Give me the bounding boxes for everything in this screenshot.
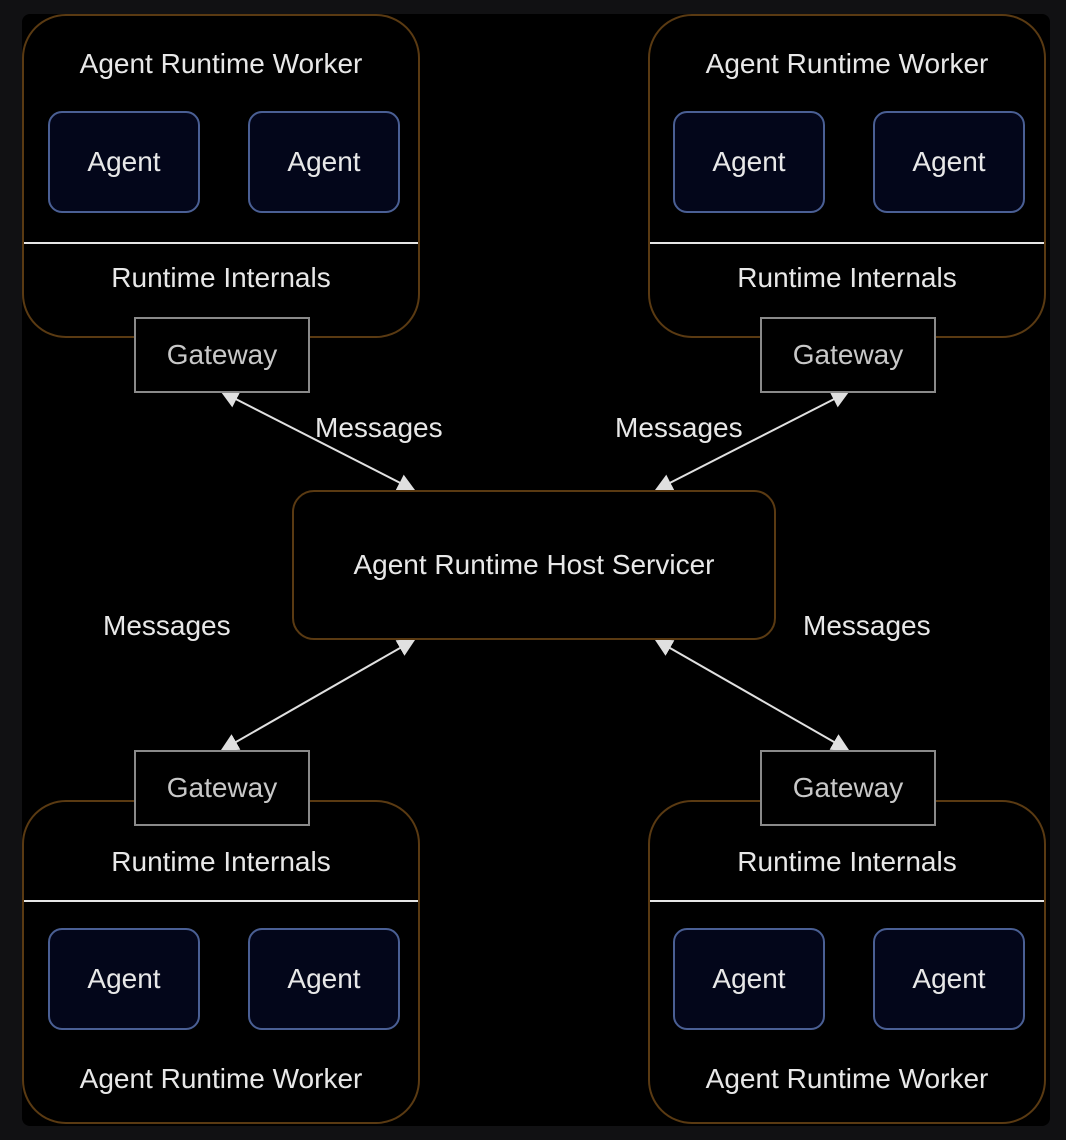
agent-node[interactable]: Agent	[873, 111, 1025, 213]
agent-node[interactable]: Agent	[673, 111, 825, 213]
agent-node[interactable]: Agent	[673, 928, 825, 1030]
agent-node[interactable]: Agent	[248, 111, 400, 213]
worker-title: Agent Runtime Worker	[79, 1063, 363, 1094]
runtime-internals-label: Runtime Internals	[111, 262, 331, 293]
worker-divider	[24, 900, 418, 902]
worker-divider	[24, 242, 418, 244]
gateway-node-bottom-right[interactable]: Gateway	[760, 750, 936, 826]
agent-node[interactable]: Agent	[248, 928, 400, 1030]
gateway-node-bottom-left[interactable]: Gateway	[134, 750, 310, 826]
worker-title: Agent Runtime Worker	[705, 48, 989, 79]
host-servicer-node[interactable]: Agent Runtime Host Servicer	[292, 490, 776, 640]
gateway-node-top-right[interactable]: Gateway	[760, 317, 936, 393]
worker-bottom-left: Runtime Internals Agent Agent Agent Runt…	[22, 800, 420, 1124]
edge-line-top-right	[654, 391, 850, 491]
worker-top-right: Agent Runtime Worker Agent Agent Runtime…	[648, 14, 1046, 338]
worker-top-left: Agent Runtime Worker Agent Agent Runtime…	[22, 14, 420, 338]
agent-node[interactable]: Agent	[873, 928, 1025, 1030]
worker-bottom-right: Runtime Internals Agent Agent Agent Runt…	[648, 800, 1046, 1124]
worker-title: Agent Runtime Worker	[79, 48, 363, 79]
runtime-internals-label: Runtime Internals	[737, 846, 957, 877]
connector-layer	[220, 391, 850, 751]
edge-line-bottom-right	[654, 639, 850, 751]
edge-line-bottom-left	[220, 639, 416, 751]
edge-label-top-left: Messages	[315, 412, 443, 443]
runtime-internals-label: Runtime Internals	[737, 262, 957, 293]
edge-label-bottom-right: Messages	[803, 610, 931, 641]
gateway-node-top-left[interactable]: Gateway	[134, 317, 310, 393]
agent-node[interactable]: Agent	[48, 111, 200, 213]
agent-node[interactable]: Agent	[48, 928, 200, 1030]
edge-label-bottom-left: Messages	[103, 610, 231, 641]
diagram-canvas: Agent Runtime Worker Agent Agent Runtime…	[22, 14, 1050, 1126]
runtime-internals-label: Runtime Internals	[111, 846, 331, 877]
edge-label-top-right: Messages	[615, 412, 743, 443]
edge-line-top-left	[220, 391, 416, 491]
worker-divider	[650, 900, 1044, 902]
worker-title: Agent Runtime Worker	[705, 1063, 989, 1094]
worker-divider	[650, 242, 1044, 244]
